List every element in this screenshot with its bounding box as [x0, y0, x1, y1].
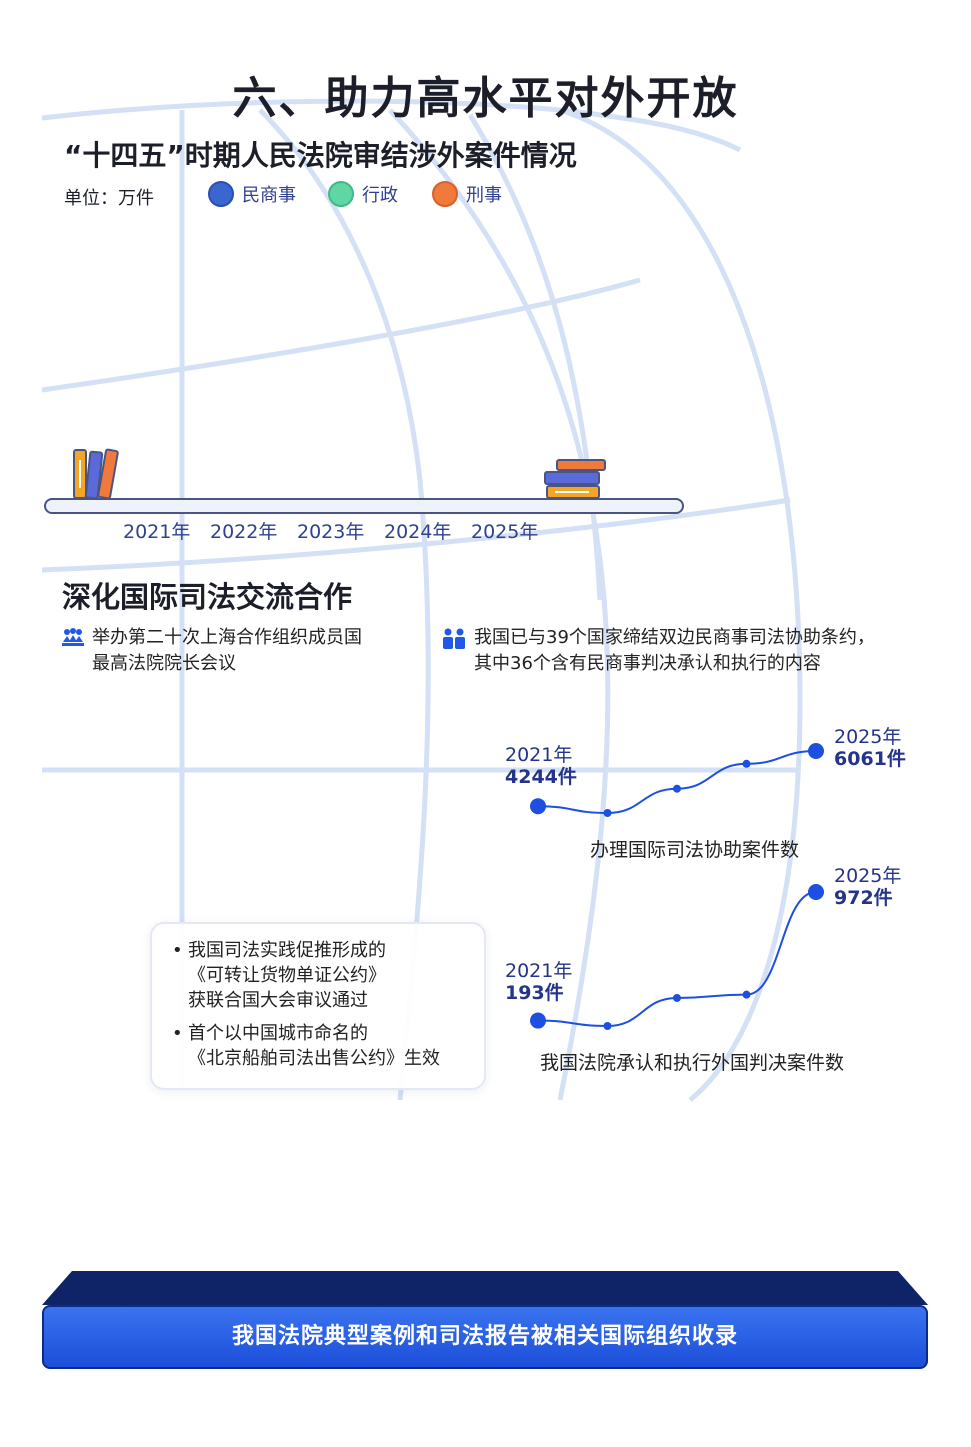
stacked-binders-icon: [544, 459, 606, 499]
legend-item-admin: 行政: [328, 181, 398, 207]
data-point: [808, 884, 824, 900]
exchange-item-line: 举办第二十次上海合作组织成员国: [92, 627, 362, 648]
year-label: 2023年: [297, 521, 365, 543]
exchange-item-line: 其中36个含有民商事判决承认和执行的内容: [474, 653, 821, 674]
exchange-item-treaty: 我国已与39个国家缔结双边民商事司法协助条约， 其中36个含有民商事判决承认和执…: [474, 625, 875, 677]
convention-line: 《可转让货物单证公约》: [188, 965, 386, 986]
exchange-item-meeting: 举办第二十次上海合作组织成员国 最高法院院长会议: [92, 625, 362, 677]
conventions-box: 我国司法实践促推形成的 《可转让货物单证公约》 获联合国大会审议通过 首个以中国…: [150, 922, 486, 1090]
data-point: [603, 809, 612, 817]
chart2-start-label: 2021年 193件: [505, 960, 572, 1004]
year-label: 2024年: [384, 521, 452, 543]
legend-item-criminal: 刑事: [432, 181, 502, 207]
chart1-end-year: 2025年: [834, 726, 902, 748]
bottom-banner: 我国法院典型案例和司法报告被相关国际组织收录: [42, 1305, 928, 1369]
legend-dot-admin: [328, 181, 354, 207]
data-point: [603, 1022, 612, 1030]
convention-line: 获联合国大会审议通过: [188, 990, 368, 1011]
chart2-end-year: 2025年: [834, 865, 902, 887]
timeline-shelf: [44, 498, 684, 514]
page-subtitle: “十四五”时期人民法院审结涉外案件情况: [64, 139, 577, 172]
section-heading: 深化国际司法交流合作: [62, 580, 353, 614]
data-point: [808, 743, 824, 759]
chart1-start-year: 2021年: [505, 744, 573, 766]
chart1-title: 办理国际司法协助案件数: [590, 839, 800, 861]
chart1-end-label: 2025年 6061件: [834, 726, 906, 770]
banner-top-edge: [42, 1271, 928, 1305]
legend-dot-criminal: [432, 181, 458, 207]
unit-label: 单位：万件: [64, 188, 154, 209]
data-point: [673, 993, 681, 1002]
data-point: [673, 784, 681, 793]
series-line: [537, 891, 817, 1028]
chart-judicial-assistance: [530, 743, 824, 817]
exchange-item-line: 最高法院院长会议: [92, 653, 236, 674]
chart1-start-value: 4244件: [505, 766, 577, 788]
chart2-title: 我国法院承认和执行外国判决案件数: [540, 1052, 845, 1074]
legend-label-admin: 行政: [362, 185, 398, 206]
legend-item-civil: 民商事: [208, 181, 296, 207]
convention-line: 首个以中国城市命名的: [188, 1023, 368, 1044]
convention-line: 我国司法实践促推形成的: [188, 940, 386, 961]
convention-item: 首个以中国城市命名的 《北京船舶司法出售公约》生效: [172, 1021, 468, 1071]
exchange-item-line: 我国已与39个国家缔结双边民商事司法协助条约，: [474, 627, 875, 648]
chart1-start-label: 2021年 4244件: [505, 744, 577, 788]
legend-label-civil: 民商事: [242, 185, 296, 206]
chart2-end-value: 972件: [834, 887, 893, 909]
data-point: [742, 990, 751, 999]
convention-line: 《北京船舶司法出售公约》生效: [188, 1048, 440, 1069]
year-label: 2022年: [210, 521, 278, 543]
meeting-icon: [62, 628, 84, 646]
data-point: [530, 1012, 546, 1029]
chart2-start-value: 193件: [505, 982, 564, 1004]
page-title: 六、助力高水平对外开放: [232, 73, 739, 124]
chart1-end-value: 6061件: [834, 748, 906, 770]
legend-label-criminal: 刑事: [466, 185, 502, 206]
chart-foreign-judgments: [530, 884, 824, 1030]
legend-dot-civil: [208, 181, 234, 207]
people-icon: [443, 628, 465, 649]
year-label: 2021年: [123, 521, 191, 543]
series-line: [537, 750, 817, 815]
data-point: [530, 798, 546, 815]
convention-item: 我国司法实践促推形成的 《可转让货物单证公约》 获联合国大会审议通过: [172, 938, 468, 1013]
year-label: 2025年: [471, 521, 539, 543]
chart2-end-label: 2025年 972件: [834, 865, 901, 909]
data-point: [742, 759, 751, 768]
binders-icon: [73, 448, 119, 500]
chart2-start-year: 2021年: [505, 960, 573, 982]
